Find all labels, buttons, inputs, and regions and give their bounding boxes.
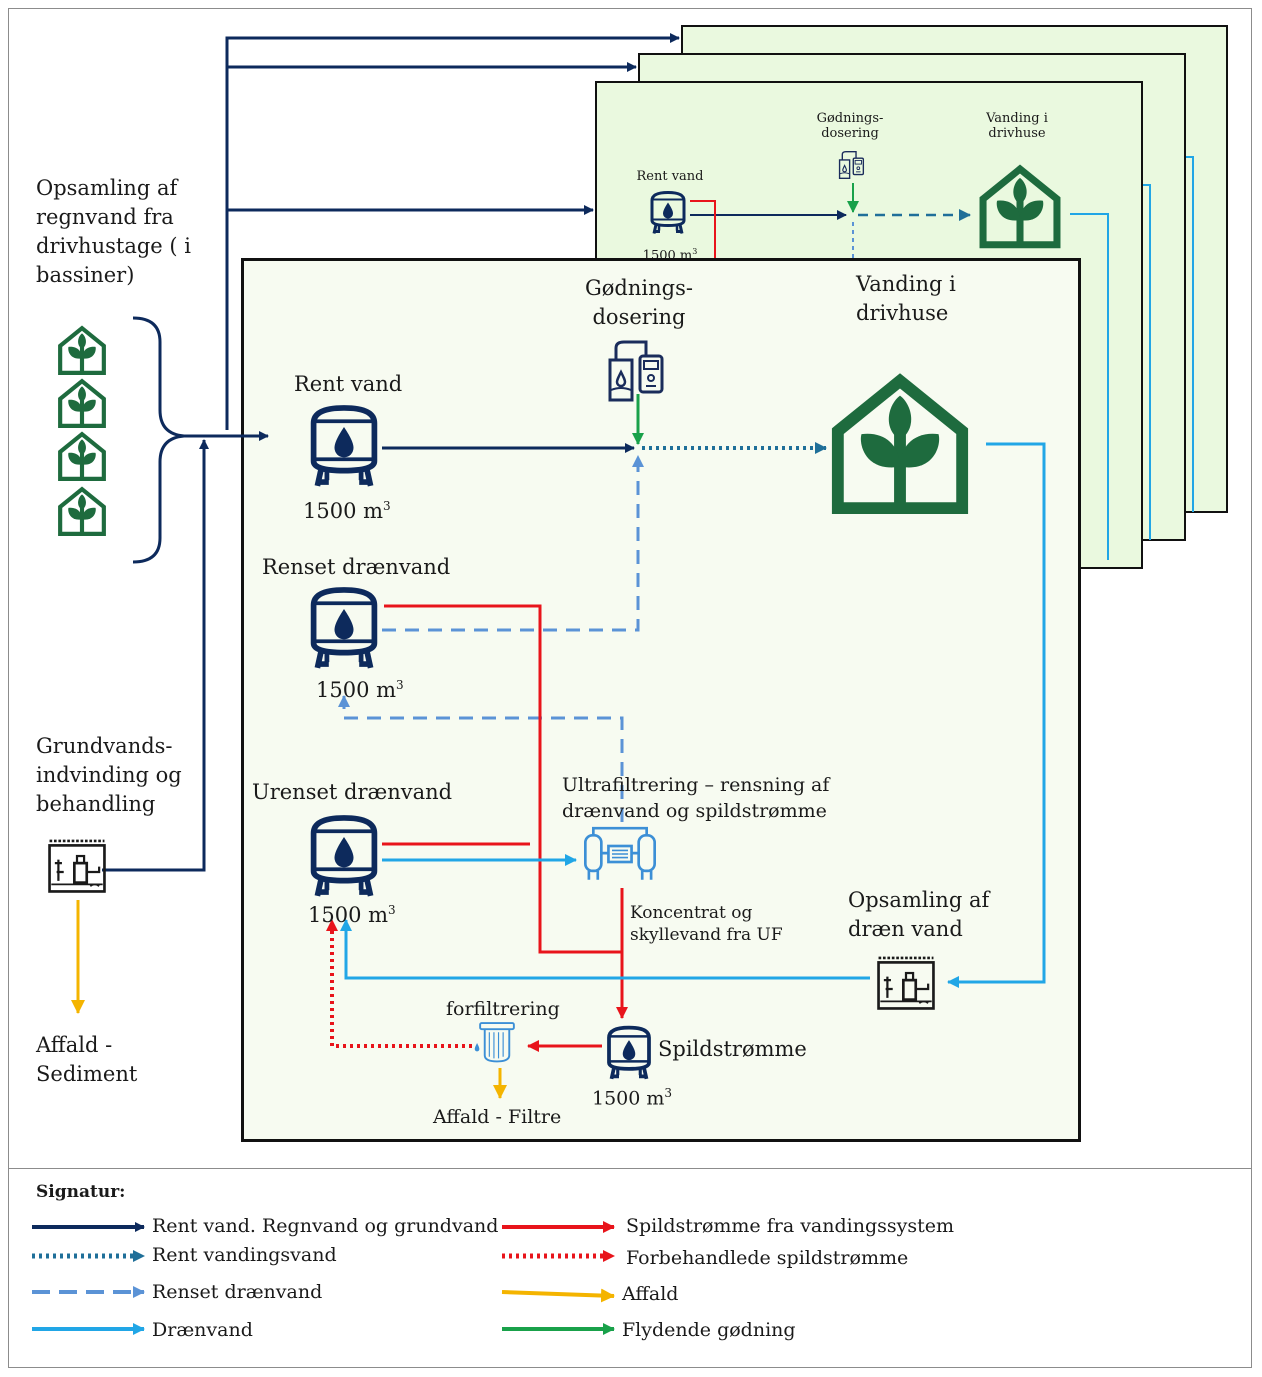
clean-water-volume: 1500 m3: [303, 499, 391, 523]
legend-label-irrigation-water: Rent vandingsvand: [152, 1244, 337, 1266]
groundwater-pump-station-icon: [48, 839, 106, 893]
fertilizer-doser-icon: [608, 340, 664, 402]
legend-label-cleaned-drain: Renset drænvand: [152, 1281, 323, 1303]
uncleaned-drain-volume: 1500 m3: [308, 903, 396, 927]
legend-label-clean-water: Rent vand. Regnvand og grundvand: [152, 1215, 499, 1237]
main-panel: [241, 258, 1081, 1142]
legend-label-waste-stream: Spildstrømme fra vandingssystem: [626, 1215, 955, 1237]
legend-label-waste: Affald: [622, 1283, 679, 1305]
cleaned-drain-label: Renset drænvand: [262, 555, 451, 579]
concentrate-label: Koncentrat og skyllevand fra UF: [630, 903, 783, 945]
back-fertilizer-label: Gødnings- dosering: [816, 111, 884, 141]
back-clean-water-label: Rent vand: [636, 169, 704, 184]
waste-stream-tank-icon: [607, 1025, 651, 1081]
waste-stream-volume: 1500 m3: [592, 1086, 673, 1110]
ultrafiltration-icon: [583, 826, 657, 882]
irrigation-label: Vanding i drivhuse: [856, 272, 956, 325]
groundwater-label: Grundvands- indvinding og behandling: [36, 734, 182, 816]
legend-label-drain: Drænvand: [152, 1319, 253, 1341]
cleaned-drain-tank-icon: [314, 590, 375, 668]
prefiltration-label: forfiltrering: [446, 998, 560, 1020]
drain-collection-label: Opsamling af dræn vand: [848, 888, 990, 941]
legend-label-pretreated-waste: Forbehandlede spildstrømme: [626, 1247, 909, 1269]
uncleaned-drain-tank-icon: [314, 818, 375, 896]
rain-greenhouse-icon-3: [60, 434, 104, 479]
rain-collection-label: Opsamling af regnvand fra drivhustage ( …: [36, 176, 191, 287]
legend-swatch-waste: [501, 1288, 615, 1303]
back-irrigation-label: Vanding i drivhuse: [986, 111, 1048, 141]
legend-divider: [8, 1168, 1252, 1169]
rain-brace: [132, 316, 185, 564]
rain-greenhouse-icon-1: [60, 328, 104, 373]
waste-sediment-label: Affald - Sediment: [36, 1033, 138, 1086]
legend-label-liquid-fertilizer: Flydende gødning: [622, 1319, 796, 1341]
back-water-tank-icon: [650, 190, 686, 236]
clean-water-label: Rent vand: [294, 372, 403, 396]
cleaned-drain-volume: 1500 m3: [316, 678, 404, 702]
back-greenhouse-icon: [983, 169, 1057, 245]
ultrafiltration-label: Ultrafiltrering – rensning af drænvand o…: [562, 774, 830, 822]
rain-greenhouse-icon-4: [60, 489, 104, 534]
clean-water-tank-icon: [314, 408, 375, 486]
irrigation-greenhouse-icon: [838, 381, 962, 508]
fertilizer-dosing-label: Gødnings- dosering: [585, 276, 693, 329]
uncleaned-drain-label: Urenset drænvand: [252, 780, 453, 804]
waste-stream-label: Spildstrømme: [658, 1037, 807, 1061]
outer-frame: [8, 8, 1252, 1368]
prefilter-icon: [474, 1022, 515, 1063]
rain-greenhouse-icon-2: [60, 381, 104, 426]
drain-collection-pump-station-icon: [877, 956, 935, 1010]
back-fertilizer-doser-icon: [838, 151, 865, 179]
legend-title: Signatur:: [36, 1182, 126, 1202]
waste-filters-label: Affald - Filtre: [433, 1106, 562, 1128]
